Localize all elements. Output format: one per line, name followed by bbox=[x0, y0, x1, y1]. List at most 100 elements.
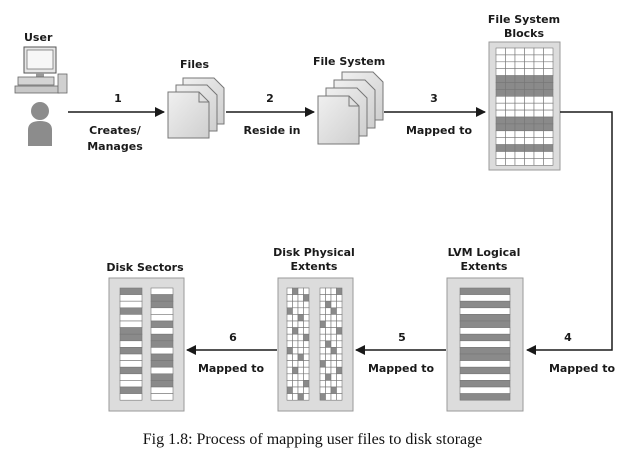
step-4-text: Mapped to bbox=[549, 362, 616, 375]
lvm-extent-row bbox=[459, 300, 511, 309]
physical-extent-cell bbox=[330, 353, 337, 361]
physical-extent-cell bbox=[292, 373, 299, 381]
fs-block-cell bbox=[533, 54, 544, 63]
physical-extent-cell bbox=[303, 366, 310, 375]
arrow-4 bbox=[526, 111, 613, 355]
fs-block-cell bbox=[505, 130, 516, 139]
physical-extent-cell bbox=[297, 353, 304, 361]
physical-extent-cell bbox=[319, 393, 326, 401]
step-5-label: 5 Mapped to bbox=[368, 331, 435, 375]
step-2-text: Reside in bbox=[243, 124, 300, 137]
disk-sector-row bbox=[150, 307, 174, 315]
fs-block-cell bbox=[505, 75, 516, 83]
files-label: Files bbox=[180, 58, 210, 71]
file-system-icon: File System bbox=[313, 55, 385, 145]
disk-sector-row bbox=[119, 314, 143, 322]
fs-block-cell bbox=[543, 54, 554, 63]
fs-block-cell bbox=[524, 68, 535, 76]
dpe-label-line1: Disk Physical bbox=[273, 246, 355, 259]
fs-block-cell bbox=[533, 75, 544, 83]
fs-block-cell bbox=[543, 89, 554, 97]
fs-block-cell bbox=[495, 68, 506, 76]
user-label: User bbox=[24, 31, 53, 44]
lvm-extent-row bbox=[459, 393, 511, 401]
lvm-extent-row bbox=[459, 386, 511, 394]
fs-block-cell bbox=[505, 109, 516, 118]
physical-extent-cell bbox=[319, 307, 326, 315]
physical-extent-cell bbox=[297, 340, 304, 348]
disk-sector-row bbox=[119, 393, 143, 401]
physical-extent-cell bbox=[297, 327, 304, 335]
physical-extent-cell bbox=[330, 314, 337, 322]
physical-extent-cell bbox=[303, 386, 310, 394]
physical-extent-cell bbox=[336, 333, 343, 342]
disk-sector-row bbox=[150, 347, 174, 355]
physical-extent-cell bbox=[297, 314, 304, 322]
physical-extent-cell bbox=[292, 294, 299, 302]
fs-block-cell bbox=[505, 47, 516, 56]
fs-block-cell bbox=[524, 75, 535, 83]
physical-extent-cell bbox=[319, 333, 326, 342]
fs-blocks-label-line1: File System bbox=[488, 13, 560, 26]
fs-block-cell bbox=[495, 158, 506, 166]
physical-extent-cell bbox=[330, 300, 337, 309]
physical-extent-cell bbox=[325, 380, 332, 388]
disk-sector-row bbox=[150, 366, 174, 375]
fs-block-cell bbox=[505, 96, 516, 104]
fs-block-cell bbox=[533, 144, 544, 152]
lvm-extent-row bbox=[459, 287, 511, 295]
physical-extent-cell bbox=[286, 327, 293, 335]
physical-extent-cell bbox=[336, 327, 343, 335]
step-3-text: Mapped to bbox=[406, 124, 473, 137]
lvm-extent-row bbox=[459, 333, 511, 342]
physical-extent-cell bbox=[292, 314, 299, 322]
lvm-extent-row bbox=[459, 353, 511, 361]
fs-block-cell bbox=[533, 82, 544, 90]
fs-block-cell bbox=[514, 47, 525, 56]
fs-block-cell bbox=[533, 109, 544, 118]
fs-block-cell bbox=[505, 123, 516, 132]
disk-sector-row bbox=[119, 373, 143, 381]
physical-extent-cell bbox=[303, 314, 310, 322]
physical-extent-cell bbox=[303, 300, 310, 309]
fs-block-cell bbox=[495, 61, 506, 69]
physical-extent-cell bbox=[330, 360, 337, 368]
fs-block-cell bbox=[514, 144, 525, 152]
physical-extent-cell bbox=[286, 340, 293, 348]
physical-extent-cell bbox=[330, 347, 337, 355]
physical-extent-cell bbox=[303, 327, 310, 335]
step-4-number: 4 bbox=[564, 331, 572, 344]
physical-extent-cell bbox=[292, 320, 299, 328]
fs-block-cell bbox=[495, 82, 506, 90]
step-6-text: Mapped to bbox=[198, 362, 265, 375]
disk-sector-row bbox=[119, 347, 143, 355]
fs-block-cell bbox=[524, 109, 535, 118]
physical-extent-cell bbox=[286, 307, 293, 315]
arrows bbox=[68, 107, 613, 355]
physical-extent-cell bbox=[336, 366, 343, 375]
fs-block-cell bbox=[495, 89, 506, 97]
disk-sector-row bbox=[150, 360, 174, 368]
disk-sector-row bbox=[150, 314, 174, 322]
disk-sector-row bbox=[150, 393, 174, 401]
physical-extent-cell bbox=[336, 386, 343, 394]
physical-extent-cell bbox=[303, 287, 310, 295]
disk-sectors: Disk Sectors bbox=[106, 261, 185, 412]
step-5-number: 5 bbox=[398, 331, 406, 344]
fs-block-cell bbox=[533, 47, 544, 56]
physical-extent-cell bbox=[330, 366, 337, 375]
fs-block-cell bbox=[533, 130, 544, 139]
file-system-label: File System bbox=[313, 55, 385, 68]
fs-block-cell bbox=[524, 123, 535, 132]
fs-block-cell bbox=[543, 109, 554, 118]
fs-block-cell bbox=[514, 158, 525, 166]
physical-extent-cell bbox=[303, 294, 310, 302]
fs-block-cell bbox=[505, 102, 516, 111]
step-1-text-line2: Manages bbox=[87, 140, 143, 153]
physical-extent-cell bbox=[319, 287, 326, 295]
physical-extent-cell bbox=[319, 380, 326, 388]
lvm-extent-row bbox=[459, 294, 511, 302]
disk-sector-row bbox=[119, 307, 143, 315]
physical-extent-cell bbox=[319, 294, 326, 302]
physical-extent-cell bbox=[330, 386, 337, 394]
